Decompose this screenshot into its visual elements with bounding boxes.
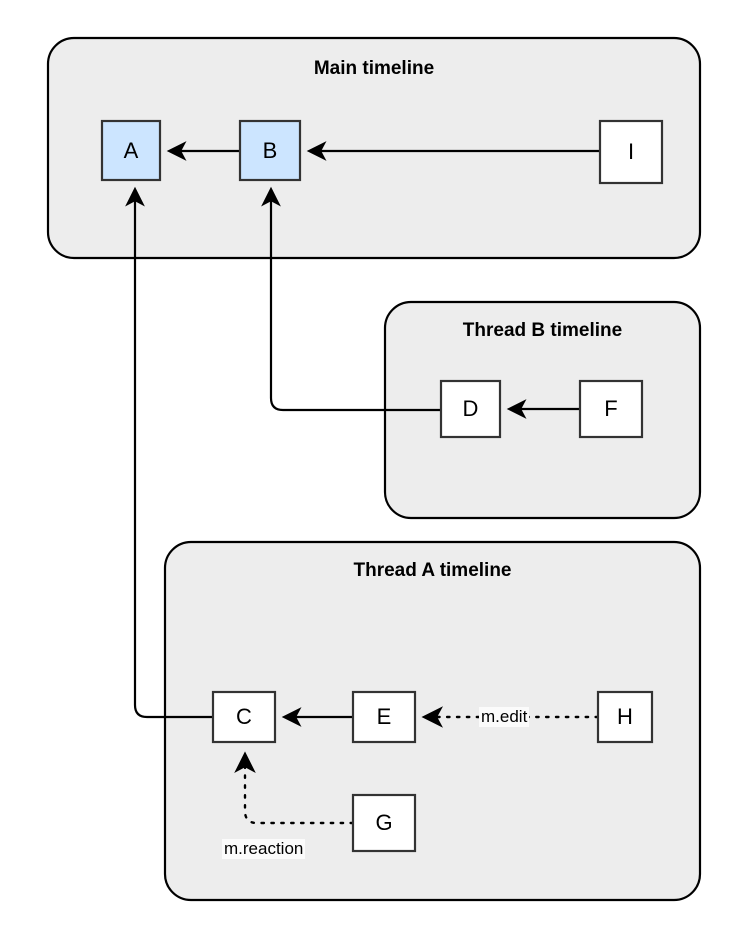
node-e-box[interactable] — [351, 690, 417, 744]
node-label-d: D — [462, 396, 479, 421]
edge-label-m-reaction: m.reaction — [222, 839, 306, 859]
node-f-box[interactable] — [578, 379, 644, 439]
node-label-b: B — [262, 137, 278, 163]
group-title-main-timeline: Main timeline — [313, 58, 435, 79]
node-label-i: I — [627, 139, 635, 164]
node-h-box[interactable] — [596, 690, 654, 744]
node-label-f: F — [604, 396, 618, 421]
node-label-e: E — [376, 704, 392, 729]
edge-c-to-a[interactable] — [125, 186, 213, 719]
group-title-thread-a-timeline: Thread A timeline — [353, 560, 512, 581]
node-c-box[interactable] — [211, 690, 277, 744]
node-label-c: C — [236, 704, 252, 729]
edge-d-to-b[interactable] — [261, 186, 441, 412]
node-d-box[interactable] — [439, 379, 502, 439]
group-main-timeline[interactable] — [46, 36, 702, 260]
node-label-g: G — [375, 810, 393, 835]
node-b-box[interactable] — [238, 119, 302, 182]
node-label-h: H — [617, 704, 633, 729]
group-main-timeline-box[interactable] — [46, 36, 702, 260]
node-a-box[interactable] — [100, 119, 162, 182]
node-g-box[interactable] — [351, 793, 417, 853]
edge-label-m-edit: m.edit — [479, 707, 530, 727]
node-i-box[interactable] — [598, 119, 664, 185]
group-title-thread-b-timeline: Thread B timeline — [462, 320, 623, 341]
node-label-a: A — [123, 137, 139, 163]
